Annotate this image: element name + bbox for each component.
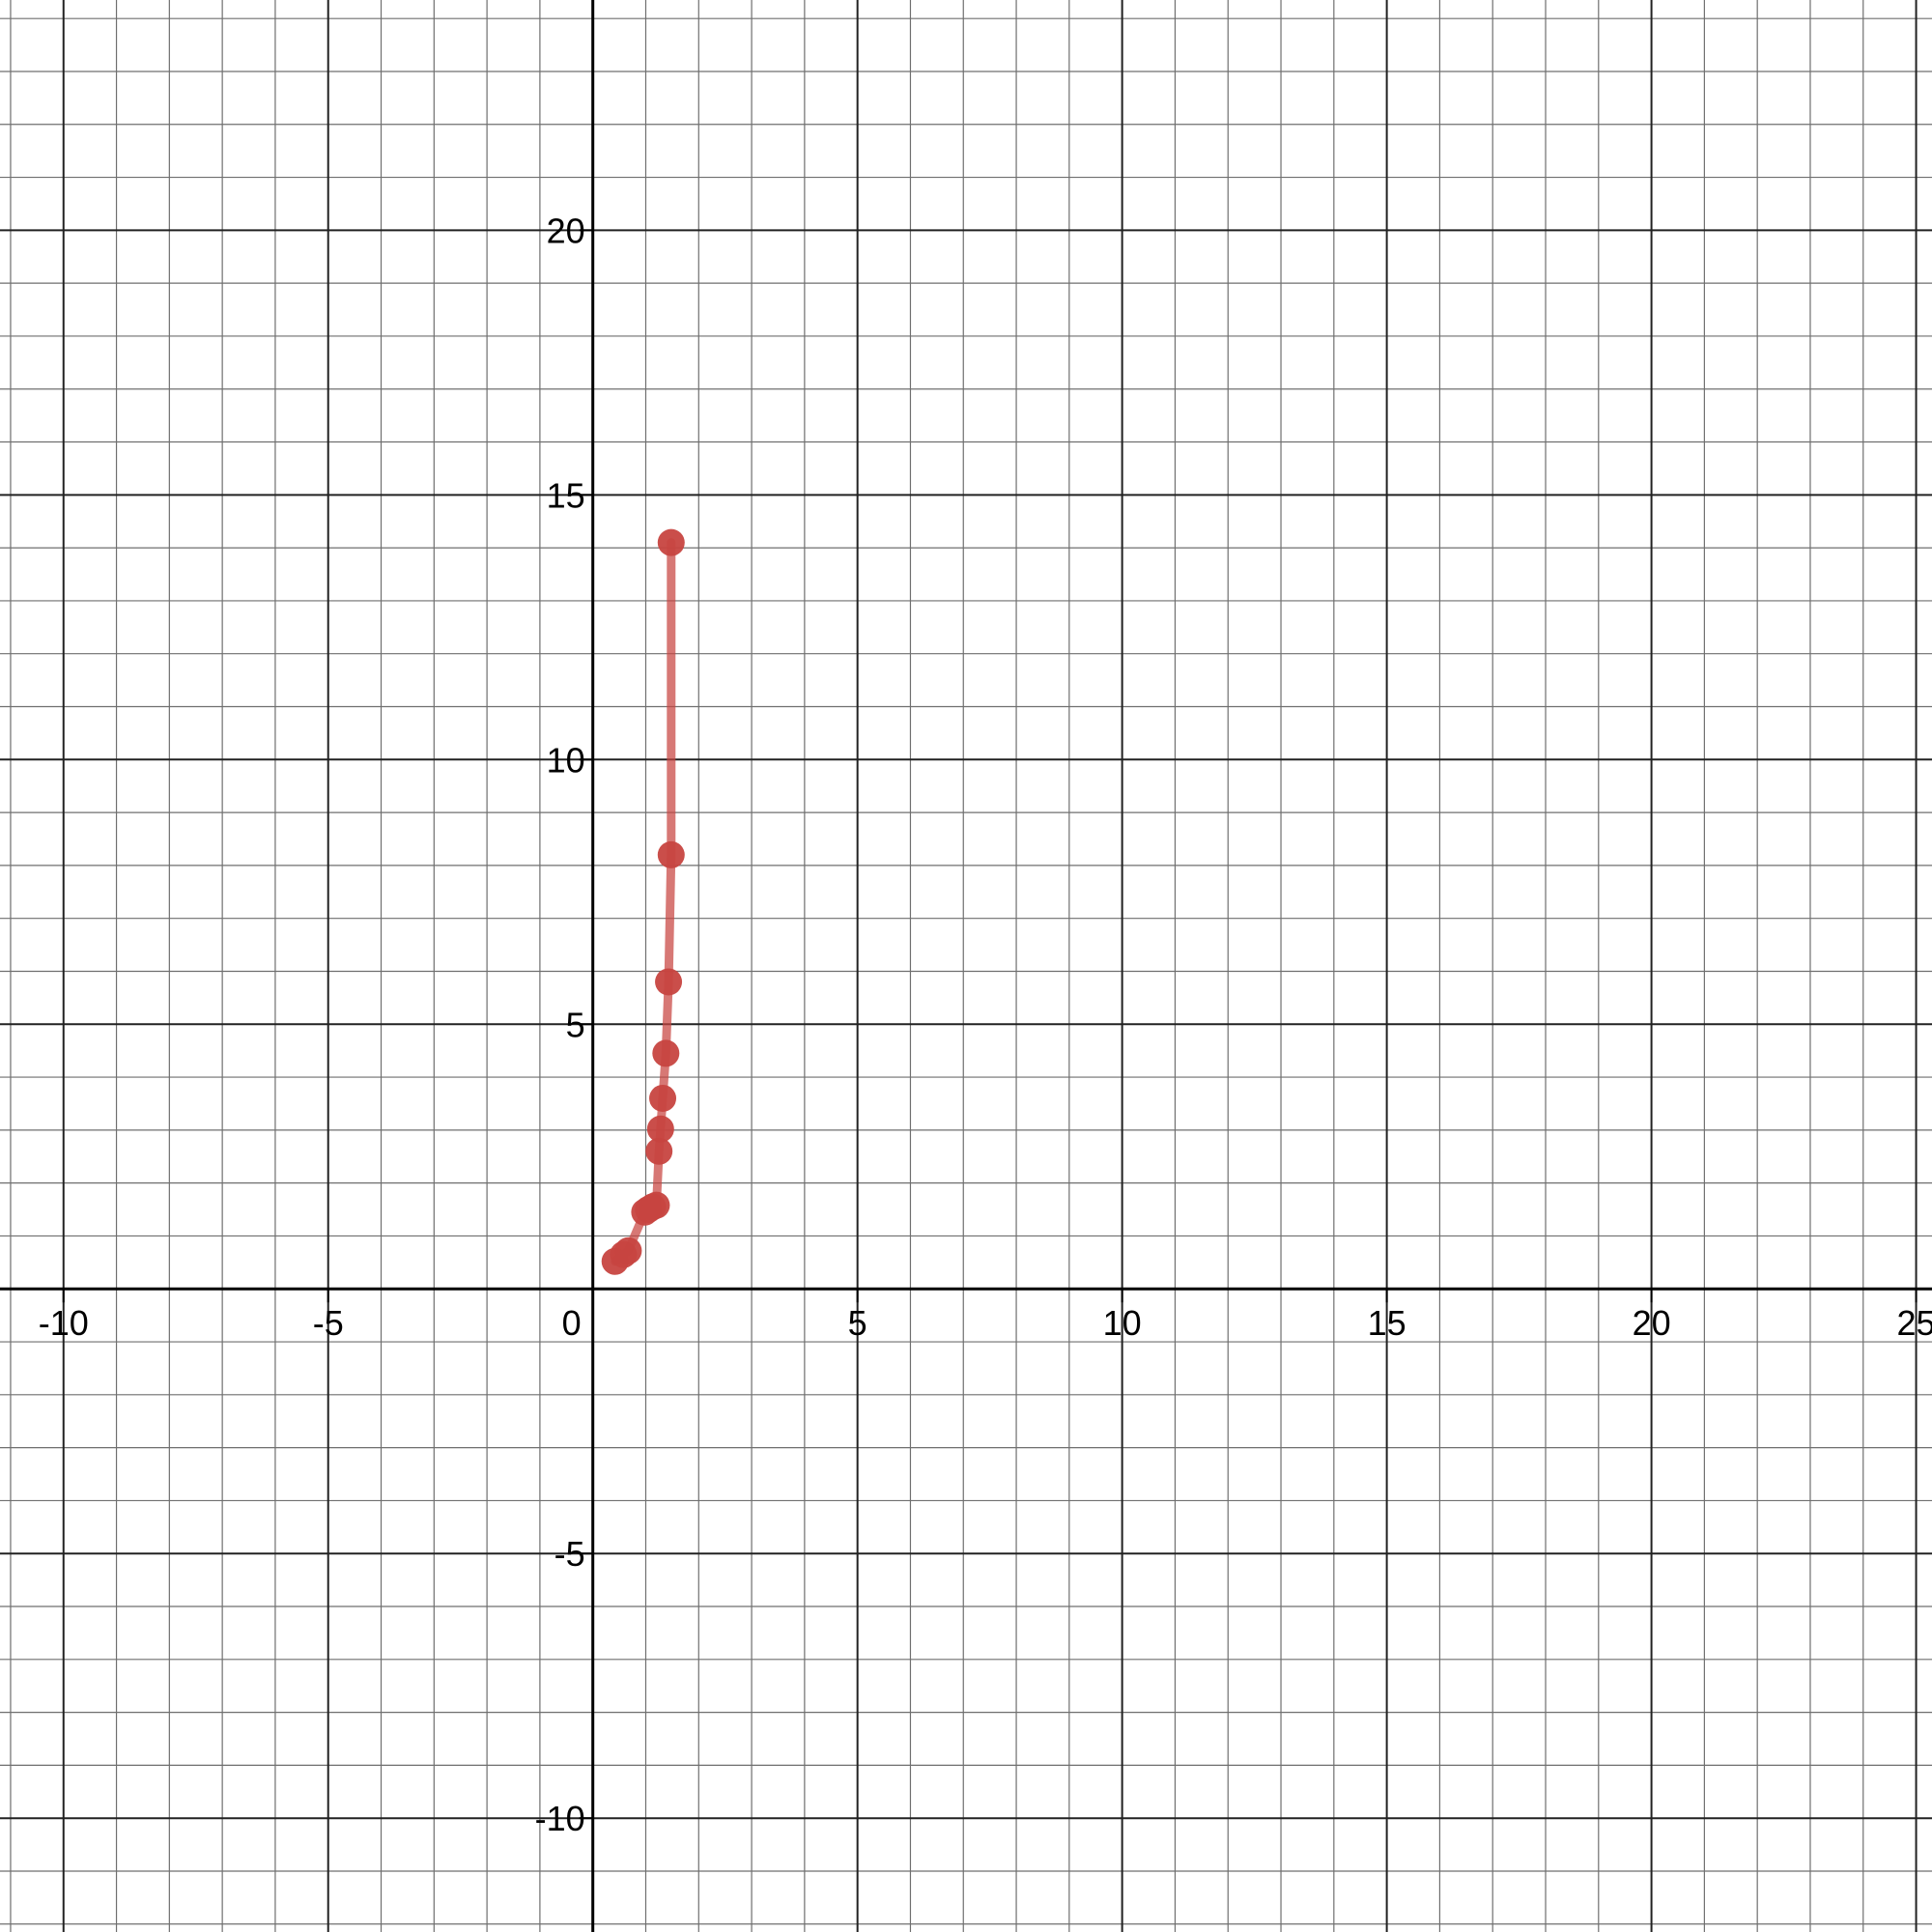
y-tick-label: 5 [566, 1005, 585, 1044]
y-tick-label: -5 [554, 1534, 585, 1574]
x-tick-label: -10 [39, 1303, 89, 1343]
y-tick-label: 15 [547, 475, 585, 515]
y-tick-label: 20 [547, 211, 585, 250]
data-series [601, 528, 685, 1275]
x-tick-label: 10 [1103, 1303, 1142, 1343]
y-tick-label: -10 [535, 1799, 585, 1838]
x-tick-label: -5 [313, 1303, 344, 1343]
data-point [655, 968, 683, 996]
x-tick-label: 5 [848, 1303, 867, 1343]
x-tick-label: 25 [1897, 1303, 1932, 1343]
x-tick-label: 0 [562, 1303, 582, 1343]
y-tick-label: 10 [547, 740, 585, 780]
tick-labels: -10 -5 0 5 10 15 20 25 -10 -5 5 10 15 20 [39, 211, 1932, 1838]
data-point [646, 1115, 674, 1143]
data-point [657, 840, 685, 868]
data-point [614, 1236, 642, 1264]
data-point [642, 1191, 670, 1219]
data-point [649, 1084, 677, 1112]
data-point [657, 528, 685, 556]
x-tick-label: 20 [1633, 1303, 1671, 1343]
x-tick-label: 15 [1368, 1303, 1406, 1343]
data-point [645, 1137, 673, 1165]
data-point [652, 1039, 680, 1067]
